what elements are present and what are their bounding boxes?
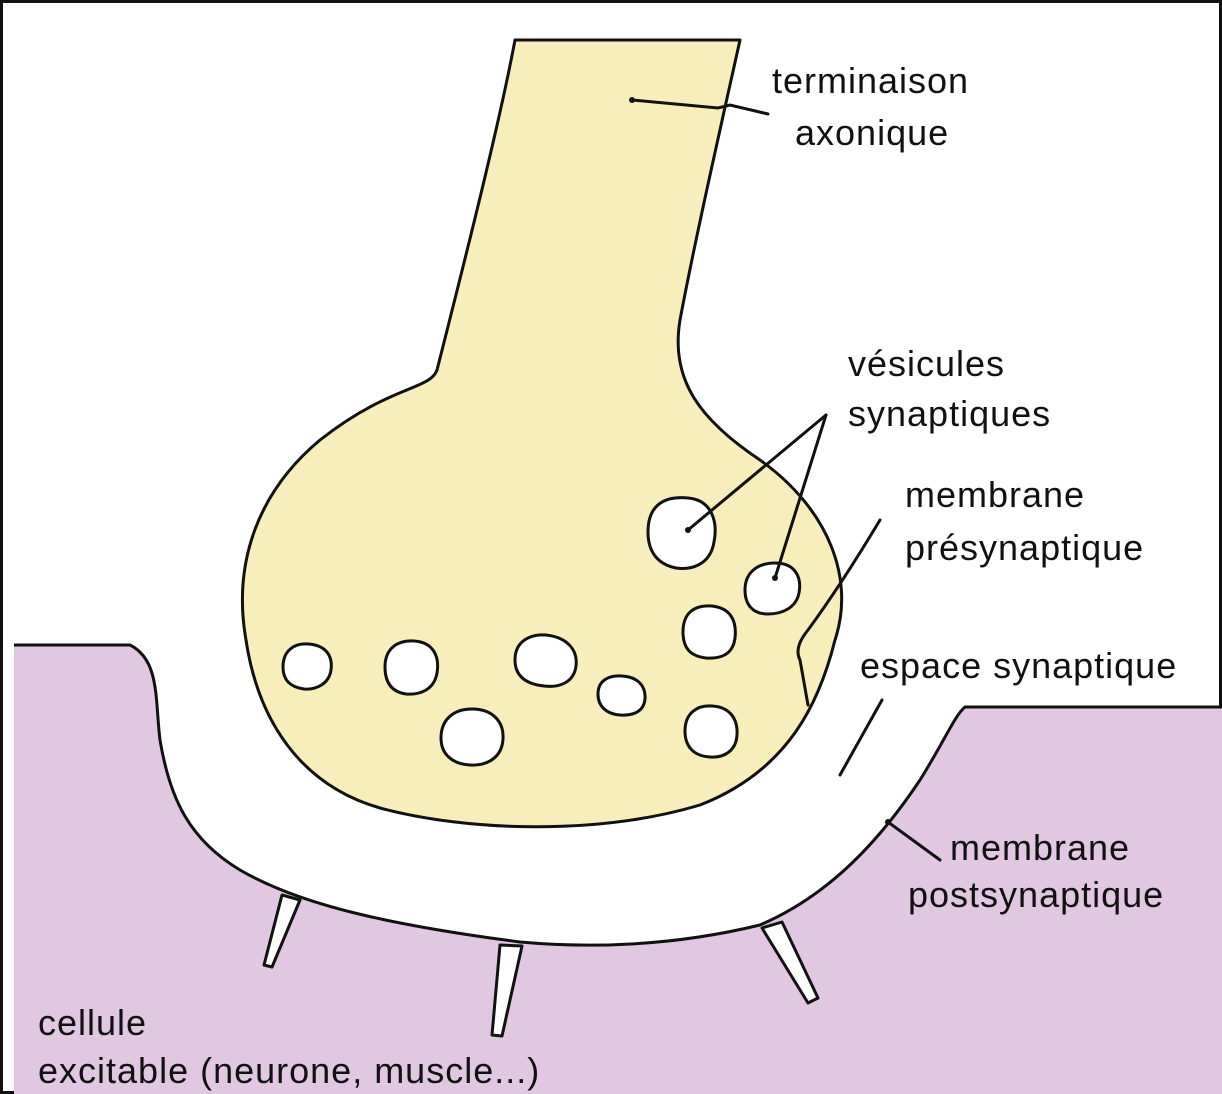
label-cell-line1: cellule	[38, 1002, 147, 1043]
label-presynaptic-line1: membrane	[905, 474, 1085, 515]
label-vesicles-line1: vésicules	[848, 343, 1005, 384]
vesicle	[745, 563, 800, 614]
leader-dot	[885, 819, 891, 825]
leader-dot	[772, 575, 778, 581]
leader-dot	[685, 527, 691, 533]
label-axon-terminal-line2: axonique	[795, 112, 949, 153]
label-cell-line2: excitable (neurone, muscle...)	[38, 1050, 540, 1091]
label-axon-terminal-line1: terminaison	[772, 60, 969, 101]
vesicle	[283, 644, 331, 689]
label-vesicles-line2: synaptiques	[848, 393, 1051, 434]
label-postsynaptic-line1: membrane	[950, 827, 1130, 868]
vesicle	[598, 676, 645, 715]
vesicle	[441, 709, 503, 765]
label-presynaptic-line2: présynaptique	[905, 527, 1144, 568]
vesicle	[683, 606, 735, 658]
label-synaptic-cleft: espace synaptique	[860, 645, 1177, 686]
vesicle	[515, 635, 576, 686]
vesicle	[648, 498, 715, 569]
leader-cleft	[840, 700, 882, 775]
label-postsynaptic-line2: postsynaptique	[908, 874, 1164, 915]
leader-dot	[629, 97, 635, 103]
vesicle	[385, 641, 438, 694]
axon-terminal	[242, 40, 841, 827]
vesicle	[685, 706, 737, 757]
